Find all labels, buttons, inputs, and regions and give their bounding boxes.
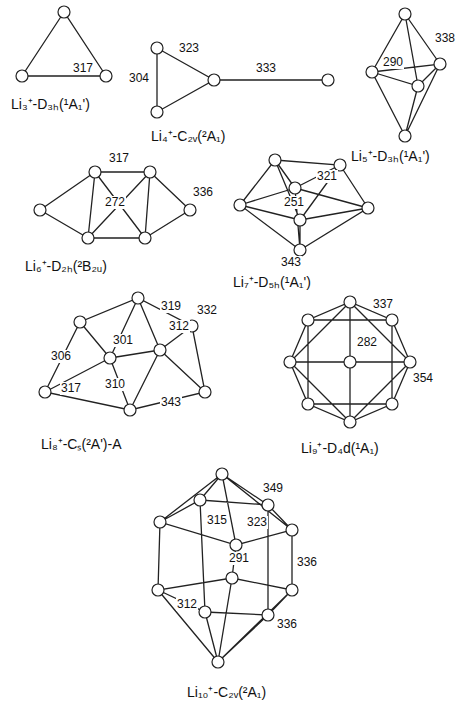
bond-length: 272 [104,196,126,209]
bond-length: 336 [276,618,298,631]
bond-length: 343 [160,396,182,409]
bond-length: 323 [246,516,268,529]
bond-length: 333 [255,62,277,75]
cluster-caption: Li₁₀⁺-C₂ᵥ(²A₁) [186,684,267,700]
cluster-caption: Li₆⁺-D₂ₕ(²B₂ᵤ) [24,258,108,274]
bond-length: 282 [356,336,378,349]
bond-length: 304 [128,72,150,85]
bond-length: 312 [176,598,198,611]
cluster-caption: Li₇⁺-D₅ₕ(¹A₁') [232,274,312,290]
bond-length: 343 [280,256,302,269]
cluster-caption: Li₈⁺-Cₛ(²A')-A [40,436,122,452]
bond-length: 251 [283,196,305,209]
bond-length: 301 [112,334,134,347]
bond-length: 317 [60,382,82,395]
bond-length: 310 [104,378,126,391]
bond-length: 315 [206,514,228,527]
bond-length: 336 [296,556,318,569]
bond-length: 317 [72,62,94,75]
cluster-caption: Li₄⁺-C₂ᵥ(²A₁) [150,128,226,144]
bond-length: 306 [50,350,72,363]
bond-length: 323 [178,42,200,55]
bond-length: 349 [262,482,284,495]
bond-length: 338 [434,32,456,45]
bond-length: 290 [382,56,404,69]
cluster-caption: Li₅⁺-D₃ₕ(¹A₁') [350,148,431,164]
bond-length: 291 [228,552,250,565]
bond-length: 321 [316,170,338,183]
bond-length: 332 [196,304,218,317]
bond-length: 312 [168,320,190,333]
cluster-caption: Li₉⁺-D₄d(¹A₁) [300,440,380,456]
bond-length: 336 [192,186,214,199]
bond-length: 337 [372,298,394,311]
bond-length: 319 [160,300,182,313]
bond-length: 317 [108,152,130,165]
bond-length: 354 [412,372,434,385]
cluster-caption: Li₃⁺-D₃ₕ(¹A₁') [10,96,91,112]
